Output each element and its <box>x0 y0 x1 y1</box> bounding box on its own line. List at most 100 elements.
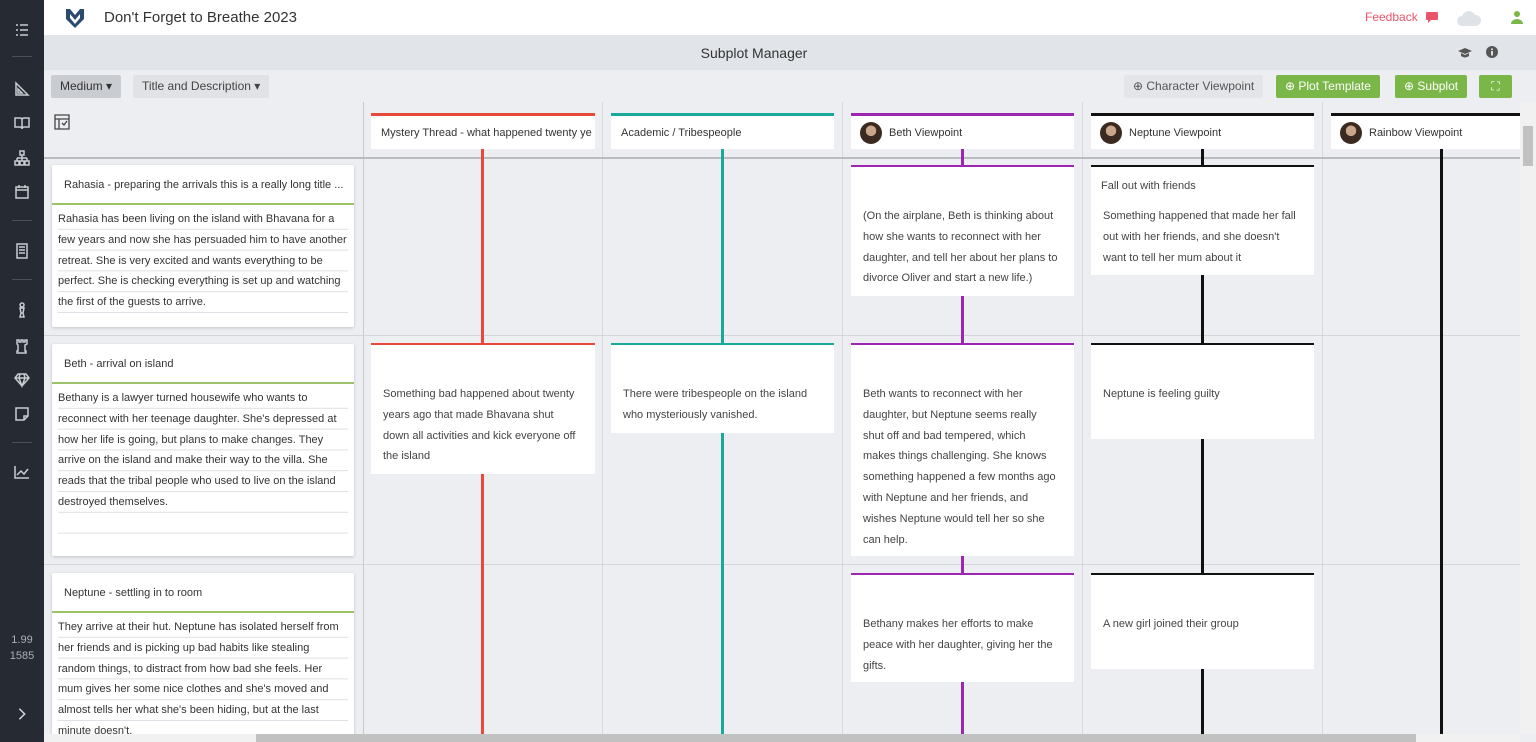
card-color-bar <box>1091 343 1314 345</box>
book-icon[interactable] <box>10 112 34 134</box>
stats-chart-icon[interactable] <box>10 461 34 483</box>
top-bar: Don't Forget to Breathe 2023 Feedback <box>44 0 1536 36</box>
text-line: random things, to distract from how bad … <box>58 662 323 675</box>
scrollbar-thumb[interactable] <box>1523 126 1533 166</box>
card-description: Neptune is feeling guilty <box>1103 384 1304 405</box>
text-line: gifts. <box>863 659 887 672</box>
castle-icon[interactable] <box>10 335 34 357</box>
card-size-dropdown[interactable]: Medium ▾ <box>51 75 122 98</box>
card-color-bar <box>1091 573 1314 575</box>
plot-card-neptune-3[interactable]: A new girl joined their group <box>1091 573 1314 669</box>
subplot-header-neptune[interactable]: Neptune Viewpoint <box>1091 113 1314 149</box>
column-divider <box>842 102 843 734</box>
rail-divider <box>12 220 32 221</box>
display-mode-dropdown[interactable]: Title and Description ▾ <box>133 75 270 98</box>
text-line: Beth wants to reconnect with her <box>863 388 1023 400</box>
horizontal-scrollbar[interactable] <box>44 734 1520 742</box>
text-line: (On the airplane, Beth is thinking about <box>863 210 1054 222</box>
word-stats: 1.99 1585 <box>0 632 44 664</box>
text-line: Rahasia has been living on the island wi… <box>58 213 335 225</box>
text-line: Bethany makes her efforts to make <box>863 618 1034 630</box>
text-line: perfect. She is checking everything is s… <box>58 275 341 288</box>
notebook-icon[interactable] <box>10 240 34 262</box>
character-icon[interactable] <box>10 299 34 321</box>
academic-thread-line <box>721 149 724 734</box>
plot-card-beth-2[interactable]: Beth wants to reconnect with her daughte… <box>851 343 1074 556</box>
speech-bubble-icon[interactable] <box>1425 11 1439 23</box>
calendar-icon[interactable] <box>10 181 34 203</box>
subplot-header-rainbow[interactable]: Rainbow Viewpoint <box>1331 113 1520 149</box>
text-line: how she wants to reconnect with her <box>863 230 1041 243</box>
scrollbar-thumb[interactable] <box>256 734 1416 742</box>
scene-title: Neptune - settling in to room <box>64 587 203 599</box>
text-line: retreat. She is very excited and wants e… <box>58 254 323 267</box>
left-nav-rail: 1.99 1585 <box>0 0 44 742</box>
scene-title-divider <box>52 203 354 205</box>
cloud-sync-icon[interactable] <box>1455 8 1483 28</box>
note-icon[interactable] <box>10 403 34 425</box>
text-line: Something happened that made her fall <box>1103 210 1296 222</box>
stats-value-2: 1585 <box>9 650 35 662</box>
avatar <box>860 121 882 144</box>
text-line: wishes Neptune would tell her so she <box>863 512 1045 525</box>
card-description: Something happened that made her fall ou… <box>1103 206 1304 268</box>
column-divider <box>1322 102 1323 734</box>
text-line: A new girl joined their group <box>1103 618 1239 630</box>
add-subplot-button[interactable]: ⊕ Subplot <box>1395 75 1468 98</box>
user-icon[interactable] <box>1510 10 1524 24</box>
text-line: with Neptune and her friends, and <box>863 491 1029 504</box>
plot-card-mystery-2[interactable]: Something bad happened about twenty year… <box>371 343 595 474</box>
plot-card-beth-1[interactable]: (On the airplane, Beth is thinking about… <box>851 165 1074 296</box>
outline-icon[interactable] <box>10 19 34 41</box>
avatar <box>1340 121 1362 144</box>
subplot-board: Mystery Thread - what happened twenty ye… <box>44 102 1520 734</box>
scene-card[interactable]: Neptune - settling in to room They arriv… <box>52 573 354 734</box>
scene-title-divider <box>52 611 354 613</box>
feedback-link[interactable]: Feedback <box>1365 10 1418 24</box>
text-line: who mysteriously vanished. <box>623 408 758 421</box>
text-line: divorce Oliver and start a new life.) <box>863 272 1033 285</box>
text-line: out with her friends, and she doesn't <box>1103 230 1280 243</box>
text-line: Something bad happened about twenty <box>383 388 575 400</box>
info-icon[interactable] <box>1486 46 1498 58</box>
text-line: Neptune is feeling guilty <box>1103 388 1220 400</box>
text-line: can help. <box>863 533 908 546</box>
text-line: mum gives her some nice clothes and she'… <box>58 683 329 696</box>
subplot-header-beth[interactable]: Beth Viewpoint <box>851 113 1074 149</box>
plot-card-neptune-2[interactable]: Neptune is feeling guilty <box>1091 343 1314 439</box>
subplot-header-academic[interactable]: Academic / Tribespeople <box>611 113 834 149</box>
page-title-bar: Subplot Manager <box>44 36 1536 70</box>
graduation-cap-icon[interactable] <box>1458 47 1472 59</box>
plot-card-beth-3[interactable]: Bethany makes her efforts to make peace … <box>851 573 1074 682</box>
card-description: Bethany makes her efforts to make peace … <box>863 614 1064 676</box>
card-description: There were tribespeople on the island wh… <box>623 384 824 426</box>
rail-divider <box>12 56 32 57</box>
card-color-bar <box>851 343 1074 345</box>
scene-card[interactable]: Rahasia - preparing the arrivals this is… <box>52 165 354 327</box>
text-line: minute doesn't. <box>58 724 133 734</box>
plot-card-neptune-1[interactable]: Fall out with friends Something happened… <box>1091 165 1314 275</box>
scene-description: Bethany is a lawyer turned housewife who… <box>58 388 348 548</box>
add-plot-template-button[interactable]: ⊕ Plot Template <box>1276 75 1380 98</box>
stats-value-1: 1.99 <box>11 634 33 646</box>
text-line: reads that the tribal people who used to… <box>58 475 336 488</box>
rainbow-thread-line <box>1440 149 1443 734</box>
vertical-scrollbar[interactable] <box>1520 102 1536 734</box>
board-settings-icon[interactable] <box>54 114 70 130</box>
hierarchy-icon[interactable] <box>10 147 34 169</box>
plot-card-academic-2[interactable]: There were tribespeople on the island wh… <box>611 343 834 433</box>
gem-icon[interactable] <box>10 369 34 391</box>
card-title: Fall out with friends <box>1101 180 1196 192</box>
scene-card[interactable]: Beth - arrival on island Bethany is a la… <box>52 344 354 556</box>
app-logo-icon[interactable] <box>64 7 86 29</box>
page-title: Subplot Manager <box>700 45 808 61</box>
expand-rail-chevron-icon[interactable] <box>12 704 32 724</box>
text-line: the first of the guests to arrive. <box>58 296 206 309</box>
fullscreen-button[interactable]: ⛶ <box>1479 75 1512 98</box>
add-character-viewpoint-button[interactable]: ⊕ Character Viewpoint <box>1124 75 1264 98</box>
toolbar: Medium ▾ Title and Description ▾ ⊕ Chara… <box>44 70 1536 102</box>
text-line: few years and now she has persuaded him … <box>58 233 347 246</box>
subplot-header-mystery[interactable]: Mystery Thread - what happened twenty ye <box>371 113 595 149</box>
ruler-icon[interactable] <box>10 78 34 100</box>
